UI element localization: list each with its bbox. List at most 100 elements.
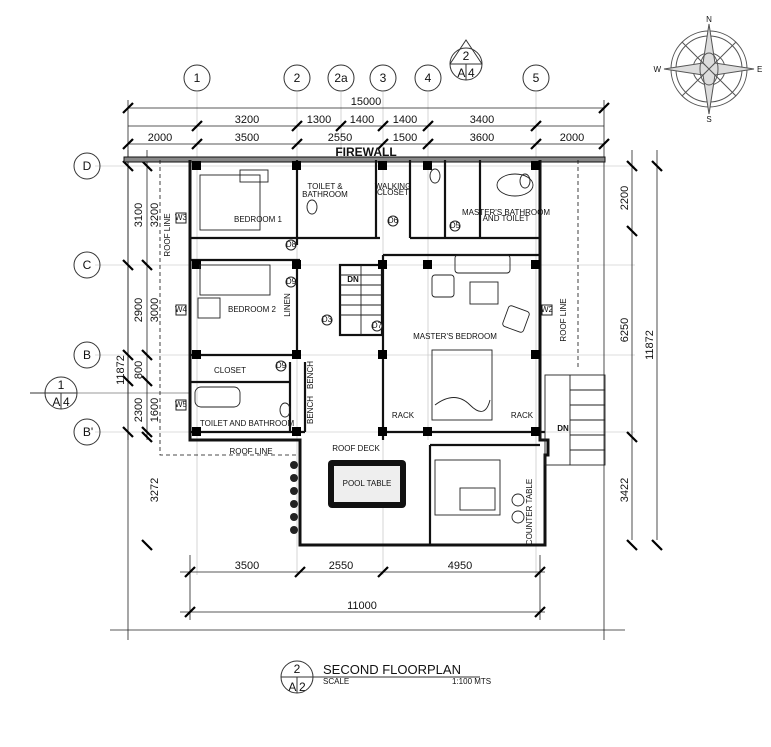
dim-top-r1-3: 1400 — [350, 114, 374, 126]
title-scale-value: 1:100 MTS — [452, 677, 491, 686]
tag-w3: W3 — [175, 213, 188, 222]
title-block: 2 A 2 SECOND FLOORPLAN SCALE 1:100 MTS — [280, 660, 491, 694]
grid-label-4: 4 — [425, 71, 432, 85]
tag-d8: D8 — [286, 240, 297, 249]
walking-closet-label-2: CLOSET — [377, 188, 409, 197]
tag-w2: W2 — [541, 305, 554, 314]
grid-bubble-Bprime — [73, 418, 101, 446]
dim-bottom-3: 4950 — [448, 560, 472, 572]
toilet-bath-top-label-2: BATHROOM — [302, 190, 348, 199]
masters-bath-label: MASTER'S BATHROOM — [462, 208, 550, 217]
planters — [290, 461, 298, 534]
roof-line-bottom-label: ROOF LINE — [229, 447, 272, 456]
armchair-2 — [502, 305, 530, 333]
grid-label-1: 1 — [194, 71, 201, 85]
counter-inner — [459, 487, 496, 511]
dimension-ticks-bottom — [184, 566, 546, 618]
dn-label-2: DN — [557, 424, 569, 433]
bathtub-1 — [194, 386, 241, 408]
dim-top-r1-4: 1400 — [393, 114, 417, 126]
grid-label-3: 3 — [380, 71, 387, 85]
roof-line-left-label: ROOF LINE — [163, 213, 172, 256]
title-number: 2 — [294, 662, 301, 676]
pool-table-label: POOL TABLE — [343, 479, 392, 488]
roof-deck-label: ROOF DECK — [332, 444, 380, 453]
dim-top-r2-2: 3500 — [235, 132, 259, 144]
tag-d5: D5 — [450, 221, 461, 230]
bed-1 — [199, 174, 261, 231]
master-bathtub — [496, 173, 534, 197]
bedroom1-label: BEDROOM 1 — [234, 215, 283, 224]
bottom-dimension-lines — [180, 555, 545, 620]
masters-bath-label-2: AND TOILET — [483, 214, 530, 223]
section-left-number: 1 — [58, 378, 65, 392]
tag-d9a: D9 — [286, 277, 297, 286]
stool-2 — [511, 510, 525, 524]
firewall-label: FIREWALL — [335, 145, 396, 159]
toilet-bath-top-label: TOILET & — [307, 182, 343, 191]
grid-column-markers — [183, 64, 550, 92]
rack-label-2: RACK — [511, 411, 534, 420]
coffee-table — [469, 281, 499, 305]
exterior-walls — [123, 156, 606, 547]
left-dimension-lines — [110, 150, 625, 631]
grid-label-5: 5 — [533, 71, 540, 85]
section-top-number: 2 — [463, 49, 470, 63]
toilet-bath-bottom-label: TOILET AND BATHROOM — [200, 419, 295, 428]
section-left-sheet: A 4 — [52, 395, 70, 409]
closet-label: CLOSET — [214, 366, 246, 375]
section-marker-top: 2 A 4 — [449, 39, 483, 81]
grid-bubble-B — [73, 341, 101, 369]
desk-1 — [239, 169, 269, 183]
dimension-ticks-left — [122, 160, 153, 551]
title-scale-label: SCALE — [323, 677, 349, 686]
dim-left-outer-1: 3100 — [133, 203, 145, 227]
grid-bubble-D — [73, 152, 101, 180]
grid-label-Bprime: B' — [83, 425, 93, 439]
dim-top-r2-4: 1500 — [393, 132, 417, 144]
tag-d3: D3 — [322, 315, 333, 324]
dimension-ticks-top — [122, 102, 610, 150]
sofa — [454, 254, 511, 274]
top-dimension-lines — [127, 100, 605, 640]
section-marker-left: 1 A 4 — [30, 376, 190, 410]
counter-table — [434, 459, 501, 516]
grid-label-C: C — [83, 258, 92, 272]
furniture — [194, 168, 606, 524]
dn-label-1: DN — [347, 275, 359, 284]
title-sheet: A 2 — [288, 680, 306, 694]
dim-left-inner-1: 3200 — [149, 203, 161, 227]
dim-top-r2-5: 3600 — [470, 132, 494, 144]
compass-w: W — [653, 65, 661, 74]
grid-bubble-C — [73, 251, 101, 279]
tags — [175, 212, 553, 411]
grid-label-B: B — [83, 348, 91, 362]
rack-label-1: RACK — [392, 411, 415, 420]
tag-w4: W4 — [175, 305, 188, 314]
dim-bottom-1: 3500 — [235, 560, 259, 572]
grid-label-2: 2 — [294, 71, 301, 85]
linen-label: LINEN — [283, 293, 292, 317]
bed-2 — [199, 264, 271, 296]
tag-d7: D7 — [372, 321, 383, 330]
dim-right-lower: 3422 — [619, 478, 631, 502]
masters-bedroom-label: MASTER'S BEDROOM — [413, 332, 497, 341]
dim-left-lower: 3272 — [149, 478, 161, 502]
grid-label-2a: 2a — [334, 71, 348, 85]
dim-right-upper-1: 2200 — [619, 186, 631, 210]
right-dimension-lines — [631, 150, 658, 540]
dim-top-r2-3: 2550 — [328, 132, 352, 144]
roof-line-right-label: ROOF LINE — [559, 298, 568, 341]
dim-right-upper-2: 6250 — [619, 318, 631, 342]
compass-e: E — [757, 65, 762, 74]
tag-d6: D6 — [388, 216, 399, 225]
dim-left-outer-2: 2900 — [133, 298, 145, 322]
dim-bottom-overall: 11000 — [347, 600, 377, 612]
section-top-sheet: A 4 — [457, 66, 475, 80]
counter-table-label: COUNTER TABLE — [525, 479, 534, 545]
master-bed — [431, 349, 493, 421]
walking-closet-label: WALKING — [375, 182, 412, 191]
dim-top-r1-2: 1300 — [307, 114, 331, 126]
bench-label-1: BENCH — [306, 361, 315, 389]
